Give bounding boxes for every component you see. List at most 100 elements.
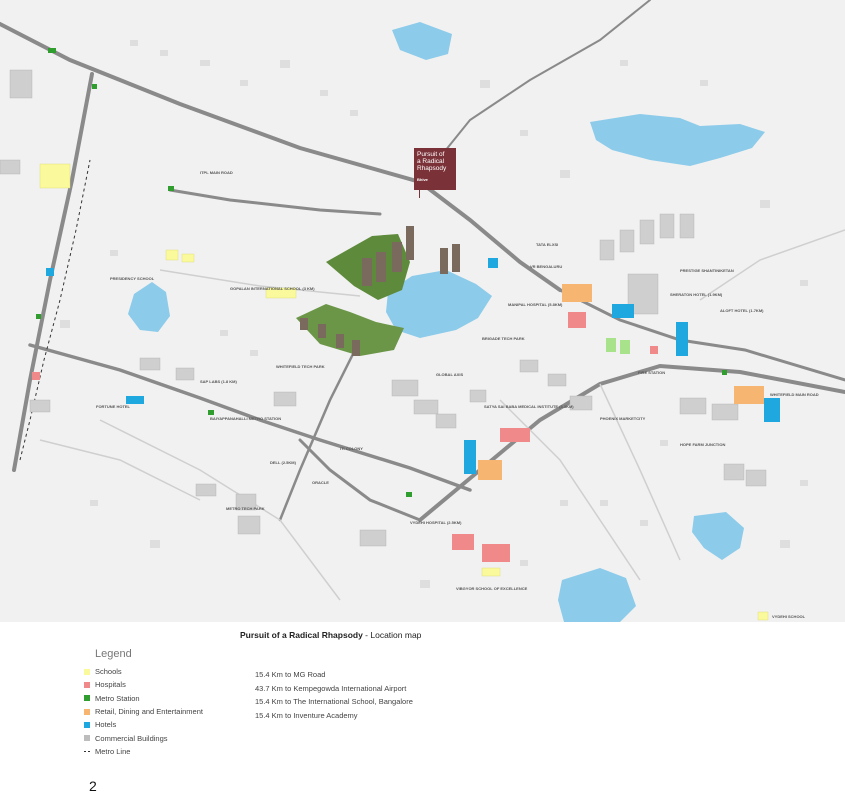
road-central xyxy=(278,338,362,522)
small-building xyxy=(520,130,528,136)
map-label: SHERATON HOTEL (1.9KM) xyxy=(670,292,723,297)
commercial-building xyxy=(619,229,635,253)
caption-title: Pursuit of a Radical Rhapsody xyxy=(240,630,363,640)
road-itpl xyxy=(558,288,845,382)
metro-station-marker xyxy=(722,370,727,375)
lake-south xyxy=(558,568,636,622)
project-tower xyxy=(362,258,372,286)
minor-road-6 xyxy=(39,439,201,501)
commercial-building xyxy=(237,515,261,535)
commercial-building xyxy=(359,529,387,547)
metro-line-swatch xyxy=(84,748,90,754)
park-tile xyxy=(606,338,616,352)
commercial-building xyxy=(723,463,745,481)
map-label: MANIPAL HOSPITAL (5.8KM) xyxy=(508,302,563,307)
legend-label: Hospitals xyxy=(95,680,126,690)
small-building xyxy=(60,320,70,328)
small-building xyxy=(620,60,628,66)
project-tower xyxy=(452,244,460,272)
school-building xyxy=(757,611,769,621)
legend: Legend Schools Hospitals Metro Station R… xyxy=(84,648,203,758)
minor-road-3 xyxy=(599,383,681,561)
metro-station-marker xyxy=(92,84,97,89)
small-building xyxy=(110,250,118,256)
hospital-building xyxy=(32,372,40,380)
commercial-building xyxy=(659,213,675,239)
distance-list: 15.4 Km to MG Road 43.7 Km to Kempegowda… xyxy=(255,668,413,722)
project-tower xyxy=(440,248,448,274)
commercial-building xyxy=(195,483,217,497)
road-vertical-west xyxy=(12,72,94,472)
project-tower xyxy=(406,226,414,260)
location-map[interactable]: BAIYAPPANAHALLI METRO STATION WHITEFIELD… xyxy=(0,0,845,622)
commercial-building xyxy=(391,379,419,397)
road-south xyxy=(298,438,422,522)
distance-item: 43.7 Km to Kempegowda International Airp… xyxy=(255,683,407,693)
project-tower xyxy=(318,324,326,338)
school-building xyxy=(481,567,501,577)
map-label: ITPL MAIN ROAD xyxy=(200,170,233,175)
distance-item: 15.4 Km to MG Road xyxy=(255,670,326,679)
retail-building xyxy=(562,284,592,302)
metro-station-marker xyxy=(48,48,56,53)
map-label: GOPALAN INTERNATIONAL SCHOOL (3 KM) xyxy=(230,286,315,291)
commercial-building xyxy=(9,69,33,99)
commercial-building xyxy=(569,395,593,411)
small-building xyxy=(700,80,708,86)
small-building xyxy=(560,170,570,178)
hotel-building xyxy=(612,304,634,318)
small-building xyxy=(280,60,290,68)
retail-building xyxy=(478,460,502,480)
hospital-building xyxy=(500,428,530,442)
pin-title-line2: a Radical xyxy=(417,158,445,165)
commercial-building xyxy=(29,399,51,413)
commercial-building xyxy=(273,391,297,407)
legend-item-retail: Retail, Dining and Entertainment xyxy=(84,705,203,718)
map-label: VYDEHI SCHOOL xyxy=(772,614,806,619)
project-location-pin[interactable]: Pursuit of a Radical Rhapsody Bhive xyxy=(414,148,456,190)
school-building xyxy=(165,249,179,261)
lake-north xyxy=(392,22,452,60)
page-number: 2 xyxy=(89,778,97,794)
map-label: VR BENGALURU xyxy=(530,264,562,269)
project-tower xyxy=(336,334,344,348)
legend-item-schools: Schools xyxy=(84,665,203,678)
map-canvas: BAIYAPPANAHALLI METRO STATION WHITEFIELD… xyxy=(0,0,845,622)
road-whitefield xyxy=(418,363,845,522)
commercial-building xyxy=(679,397,707,415)
map-label: PRESIDENCY SCHOOL xyxy=(110,276,155,281)
metro-station-marker xyxy=(168,186,174,191)
small-building xyxy=(220,330,228,336)
pin-title-line3: Rhapsody xyxy=(417,165,447,172)
small-building xyxy=(350,110,358,116)
pin-title-line1: Pursuit of xyxy=(417,151,445,158)
lake-east xyxy=(590,114,765,166)
small-building xyxy=(780,540,790,548)
map-label: SAP LABS (1.8 KM) xyxy=(200,379,237,384)
map-label: FORTUNE HOTEL xyxy=(96,404,131,409)
small-building xyxy=(600,500,608,506)
legend-label: Retail, Dining and Entertainment xyxy=(95,707,203,717)
commercial-building xyxy=(469,389,487,403)
legend-title: Legend xyxy=(95,648,132,660)
road-northeast xyxy=(419,0,651,183)
legend-swatch xyxy=(84,721,90,728)
commercial-building xyxy=(139,357,161,371)
map-label: PRESTIGE SHANTINIKETAN xyxy=(680,268,734,273)
small-building xyxy=(640,520,648,526)
map-label: ORACLE xyxy=(312,480,329,485)
small-building xyxy=(800,480,808,486)
small-building xyxy=(480,80,490,88)
project-tower xyxy=(376,252,386,282)
project-site-south xyxy=(296,304,404,356)
distance-item: 15.4 Km to The International School, Ban… xyxy=(255,697,413,706)
small-building xyxy=(520,560,528,566)
hospital-building xyxy=(482,544,510,562)
legend-label: Schools xyxy=(95,667,122,677)
small-building xyxy=(320,90,328,96)
metro-line xyxy=(19,159,91,461)
map-label: ITI COLONY xyxy=(340,446,363,451)
legend-label: Metro Line xyxy=(95,746,131,756)
commercial-building xyxy=(0,159,21,175)
small-building xyxy=(90,500,98,506)
